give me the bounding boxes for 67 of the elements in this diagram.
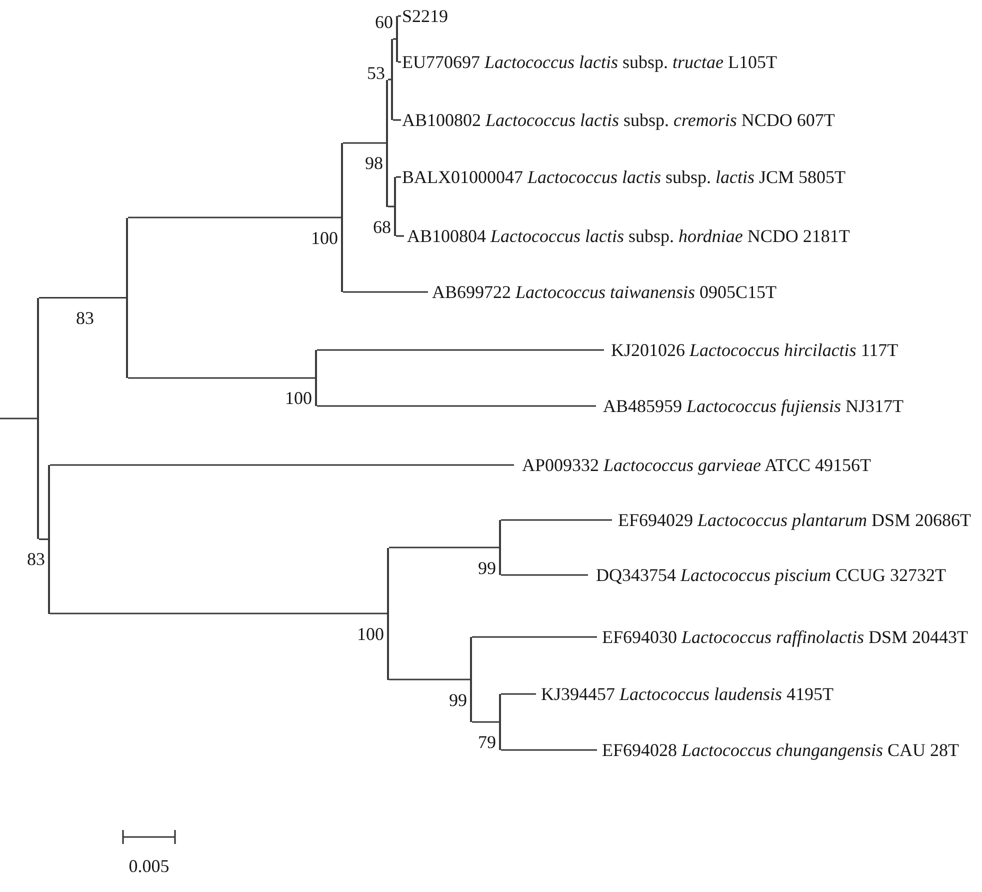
bootstrap-value: 100 [285, 388, 312, 408]
bootstrap-value: 60 [375, 12, 393, 32]
branch-line [317, 405, 596, 407]
branch-line [0, 418, 37, 420]
taxon-label: EU770697 Lactococcus lactis subsp. tructae L105T [401, 51, 777, 73]
branch-line [388, 78, 391, 80]
taxon-label: AB699722 Lactococcus taiwanensis 0905C15T [428, 281, 777, 303]
taxon-label: AB100804 Lactococcus lactis subsp. hordniae NCDO 2181T [404, 225, 850, 247]
branch-line [39, 296, 126, 299]
taxon-label: AB485959 Lactococcus fujiensis NJ317T [596, 395, 904, 417]
branch-line [398, 61, 401, 63]
branch-line [343, 142, 386, 144]
clade-junction-line [394, 177, 396, 236]
clade-junction-line [315, 350, 317, 406]
branch-line [389, 546, 499, 548]
bootstrap-value: 99 [449, 690, 467, 710]
clade-junction-line [499, 520, 501, 575]
clade-junction-line [499, 694, 501, 750]
taxon-label: AB100802 Lactococcus lactis subsp. cremoris NCDO 607T [401, 109, 835, 131]
scale-bar-value: 0.005 [128, 856, 170, 876]
bootstrap-value: 83 [76, 308, 94, 328]
bootstrap-value: 83 [27, 549, 45, 570]
branch-line [501, 749, 597, 751]
branch-line [39, 538, 48, 540]
taxon-label: EF694028 Lactococcus chungangensis CAU 28T [597, 739, 959, 761]
clade-junction-line [37, 298, 39, 540]
branch-line [317, 349, 604, 351]
taxon-label: S2219 [401, 5, 448, 27]
branch-line [472, 636, 597, 638]
branch-line [501, 519, 612, 521]
bootstrap-value: 99 [478, 558, 496, 578]
branch-line [393, 38, 396, 40]
branch-line [50, 464, 514, 466]
clade-junction-line [470, 637, 472, 722]
bootstrap-value: 79 [478, 732, 496, 752]
branch-line [128, 377, 315, 379]
clade-junction-line [48, 465, 50, 614]
branch-line [396, 235, 404, 237]
branch-line [396, 176, 401, 178]
taxon-label: EF694030 Lactococcus raffinolactis DSM 20443T [597, 626, 968, 648]
clade-junction-line [386, 80, 388, 206]
taxon-label: KJ201026 Lactococcus hircilactis 117T [604, 339, 898, 361]
taxon-label: AP009332 Lactococcus garvieae ATCC 49156T [514, 454, 871, 476]
bootstrap-value: 100 [311, 228, 338, 248]
clade-junction-line [391, 39, 393, 120]
branch-line [472, 721, 499, 723]
branch-line [398, 15, 401, 17]
taxon-label: BALX01000047 Lactococcus lactis subsp. lactis JCM 5805T [401, 166, 846, 188]
branch-line [50, 612, 387, 614]
branch-line [393, 119, 401, 121]
bootstrap-value: 100 [357, 624, 384, 644]
branch-line [343, 291, 428, 293]
clade-junction-line [387, 548, 389, 680]
bootstrap-value: 53 [367, 62, 385, 82]
branch-line [501, 693, 536, 695]
taxon-label: KJ394457 Lactococcus laudensis 4195T [536, 683, 834, 705]
branch-line [501, 574, 588, 576]
branch-line [128, 216, 341, 218]
taxon-label: DQ343754 Lactococcus piscium CCUG 32732T [588, 564, 946, 586]
clade-junction-line [396, 16, 398, 62]
taxon-label: EF694029 Lactococcus plantarum DSM 20686T [612, 509, 972, 531]
bootstrap-value: 68 [373, 216, 391, 236]
clade-junction-line [126, 218, 128, 378]
clade-junction-line [341, 143, 343, 292]
branch-line [388, 206, 394, 208]
branch-line [389, 678, 470, 680]
bootstrap-value: 98 [365, 153, 383, 173]
